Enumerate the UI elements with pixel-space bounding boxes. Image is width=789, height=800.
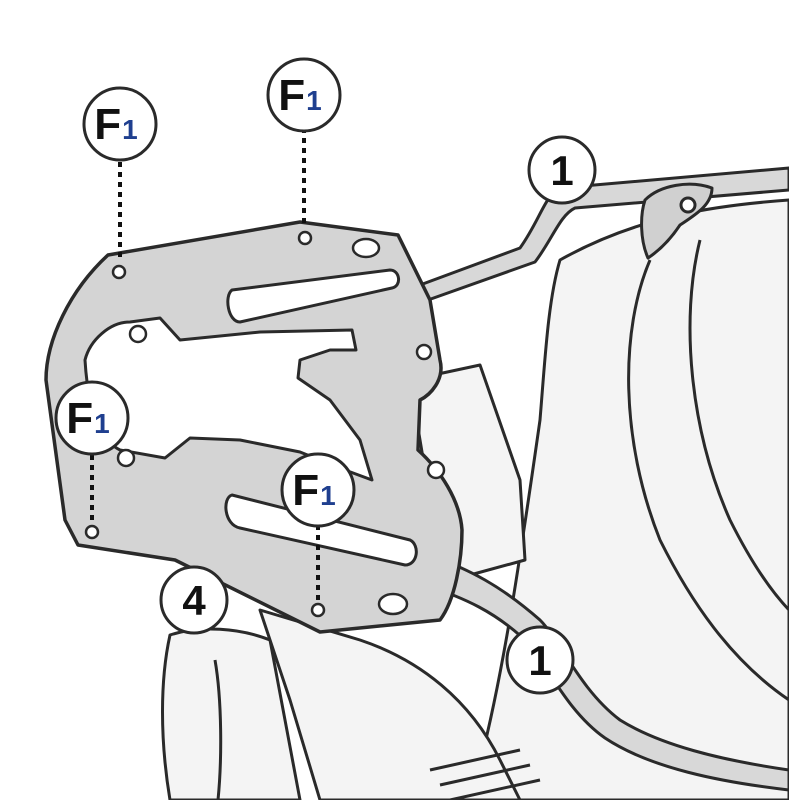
callout-circle bbox=[505, 625, 575, 695]
plate-hole bbox=[297, 230, 313, 246]
leader-lines bbox=[90, 128, 320, 600]
callout-part-1-top: 1 bbox=[527, 135, 597, 205]
callout-circle bbox=[82, 86, 158, 162]
callout-label: 1 bbox=[528, 637, 551, 684]
callout-label: F1 bbox=[66, 394, 109, 443]
plate-hole bbox=[310, 602, 326, 618]
callout-f1-lower-mid: F1 bbox=[280, 452, 356, 528]
callout-f1-left-mid: F1 bbox=[54, 380, 130, 456]
callout-label: F1 bbox=[94, 100, 137, 149]
plate-holes bbox=[84, 230, 446, 618]
body-grille bbox=[429, 748, 541, 800]
callout-f1-top-mid: F1 bbox=[266, 57, 342, 133]
callout-part-4: 4 bbox=[159, 565, 229, 635]
callout-label: 4 bbox=[182, 577, 206, 624]
callout-circle bbox=[280, 452, 356, 528]
plate-hole bbox=[84, 524, 100, 540]
callout-f1-top-left: F1 bbox=[82, 86, 158, 162]
plate-hole bbox=[415, 343, 433, 361]
callout-label: F1 bbox=[278, 71, 321, 120]
plate-hole-large bbox=[377, 592, 409, 616]
plate-hole bbox=[116, 448, 136, 468]
mounting-plate bbox=[44, 220, 464, 634]
body-inner-curve-2 bbox=[688, 239, 789, 612]
plate-hole-large bbox=[351, 237, 381, 259]
body-lower-fin bbox=[213, 659, 223, 800]
callout-part-1-bottom: 1 bbox=[505, 625, 575, 695]
plate-lower-slot bbox=[224, 493, 418, 567]
callout-label: F1 bbox=[292, 466, 335, 515]
upper-rail-bracket-hole bbox=[679, 196, 697, 214]
upper-side-rail bbox=[418, 166, 789, 302]
body-lower-mid-panel bbox=[258, 608, 522, 800]
body-inner-curve bbox=[627, 259, 789, 702]
plate-hole bbox=[426, 460, 446, 480]
plate-hole bbox=[128, 324, 148, 344]
callout-circle bbox=[527, 135, 597, 205]
callout-circle bbox=[159, 565, 229, 635]
plate-upper-slot bbox=[226, 268, 400, 324]
plate-hole bbox=[111, 264, 127, 280]
callout-circle bbox=[266, 57, 342, 133]
callout-circle bbox=[54, 380, 130, 456]
callout-label: 1 bbox=[550, 147, 573, 194]
